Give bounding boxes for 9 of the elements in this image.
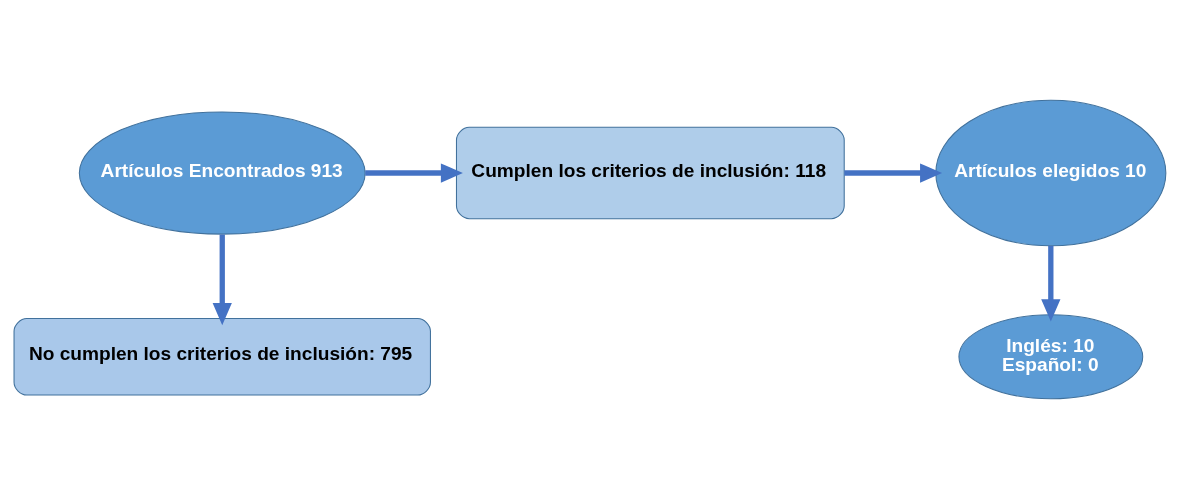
- node-ellipse: Artículos Encontrados 913: [78, 111, 366, 235]
- node-ellipse: Inglés: 10 Español: 0: [958, 314, 1144, 400]
- node-box: Cumplen los criterios de inclusión: 118: [455, 126, 845, 220]
- node-box: No cumplen los criterios de inclusión: 795: [13, 318, 431, 396]
- arrow: [212, 234, 232, 326]
- arrow: [1041, 245, 1061, 322]
- node-ellipse: Artículos elegidos 10: [935, 99, 1167, 247]
- arrow: [365, 163, 463, 183]
- arrow: [844, 163, 943, 183]
